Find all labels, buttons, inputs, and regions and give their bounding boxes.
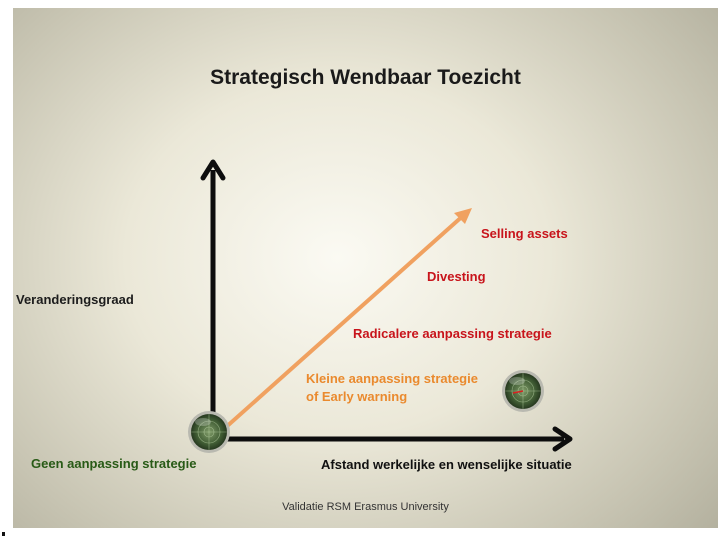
level-selling-assets: Selling assets	[481, 226, 568, 241]
level-divesting: Divesting	[427, 269, 486, 284]
y-axis-label: Veranderingsgraad	[16, 292, 134, 307]
slide: Strategisch Wendbaar Toezicht	[13, 8, 718, 528]
level-early-warning: of Early warning	[306, 389, 408, 404]
footer-credit: Validatie RSM Erasmus University	[282, 501, 449, 513]
slide-title: Strategisch Wendbaar Toezicht	[210, 66, 521, 89]
level-radical-adjustment: Radicalere aanpassing strategie	[353, 326, 552, 341]
y-axis	[200, 159, 226, 433]
origin-label: Geen aanpassing strategie	[31, 456, 197, 471]
x-axis-label: Afstand werkelijke en wenselijke situati…	[321, 457, 572, 472]
change-arrow	[223, 208, 472, 430]
level-small-adjustment: Kleine aanpassing strategie	[306, 371, 478, 386]
strategy-diagram	[188, 159, 573, 453]
radar-icon	[502, 370, 544, 412]
page-marker	[2, 532, 5, 536]
radar-icon	[188, 411, 230, 453]
x-axis	[213, 426, 573, 452]
